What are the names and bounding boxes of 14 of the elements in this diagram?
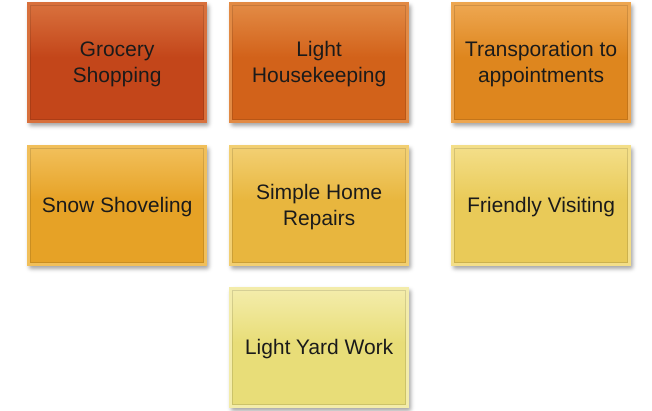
process-box xyxy=(451,145,631,266)
process-box xyxy=(27,145,207,266)
box-label: Light Yard Work xyxy=(244,334,394,360)
process-box xyxy=(27,2,207,123)
box-label: Snow Shoveling xyxy=(42,192,192,218)
process-box xyxy=(451,2,631,123)
box-label: Simple Home Repairs xyxy=(254,180,384,231)
process-box xyxy=(229,145,409,266)
box-label: Transporation to appointments xyxy=(464,37,618,88)
process-box xyxy=(229,2,409,123)
process-box xyxy=(229,287,409,408)
box-label: Friendly Visiting xyxy=(467,192,615,218)
box-label: Grocery Shopping xyxy=(72,37,162,88)
box-label: Light Housekeeping xyxy=(250,37,388,88)
